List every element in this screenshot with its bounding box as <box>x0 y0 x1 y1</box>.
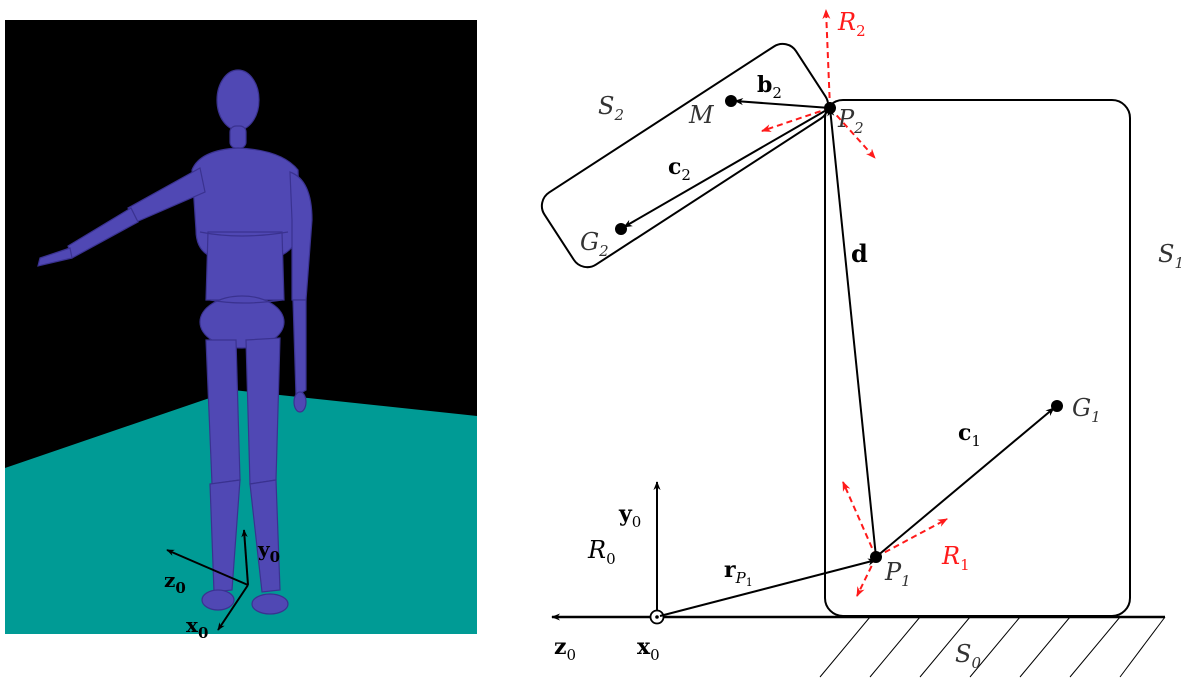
point-m-dot <box>725 95 737 107</box>
render-panel: z0 y0 x0 <box>5 20 477 642</box>
render-x-label: x0 <box>186 613 208 642</box>
render-y-label: y0 <box>257 537 280 566</box>
render-y-axis-arrow <box>241 529 249 586</box>
vector-c2-arrow <box>623 107 831 228</box>
ground-hatching <box>819 616 1166 678</box>
x0-axis-dot <box>655 615 659 619</box>
x0-axis-label: x0 <box>637 634 660 664</box>
vector-rp1-arrow <box>659 558 877 617</box>
render-z-label: z0 <box>164 568 186 597</box>
point-g1-dot <box>1051 400 1063 412</box>
frame-r2 <box>761 9 876 159</box>
render-z-axis-arrow <box>166 549 249 586</box>
vector-c2-label: c2 <box>668 154 691 184</box>
kinematic-diagram: S2 S1 S0 M P2 P1 G1 G2 b2 c2 d c1 rP1 z0… <box>540 8 1184 678</box>
point-g1-label: G1 <box>1072 394 1101 426</box>
mannequin-figure <box>37 69 313 615</box>
vector-b2-arrow <box>734 98 831 109</box>
z0-axis-label: z0 <box>554 634 576 664</box>
point-p2-dot <box>824 102 836 114</box>
body-s2-label: S2 <box>598 92 624 124</box>
body-s0-label: S0 <box>955 640 981 672</box>
point-p1-label: P1 <box>884 558 911 590</box>
point-g2-dot <box>615 223 627 235</box>
frame-r0-label: R0 <box>587 536 616 568</box>
vector-d-arrow <box>827 107 877 558</box>
vector-c1-arrow <box>875 407 1055 558</box>
vector-c1-label: c1 <box>958 420 981 450</box>
point-p1-dot <box>870 551 882 563</box>
frame-r2-label: R2 <box>837 8 866 40</box>
point-m-label: M <box>688 101 715 129</box>
body-s1-label: S1 <box>1158 240 1184 272</box>
body-s1-outline <box>824 99 1131 617</box>
frame-r1 <box>842 481 948 597</box>
render-x-axis-arrow <box>217 584 249 631</box>
render-axes <box>166 529 249 631</box>
vector-d-label: d <box>851 239 868 268</box>
y0-axis-label: y0 <box>618 501 641 531</box>
point-p2-label: P2 <box>837 105 864 137</box>
vector-b2-label: b2 <box>757 72 782 102</box>
frame-r1-label: R1 <box>941 542 970 574</box>
render-floor <box>5 390 477 634</box>
point-g2-label: G2 <box>580 228 609 260</box>
vector-rp1-label: rP1 <box>724 557 753 589</box>
body-s2-outline <box>540 42 830 269</box>
